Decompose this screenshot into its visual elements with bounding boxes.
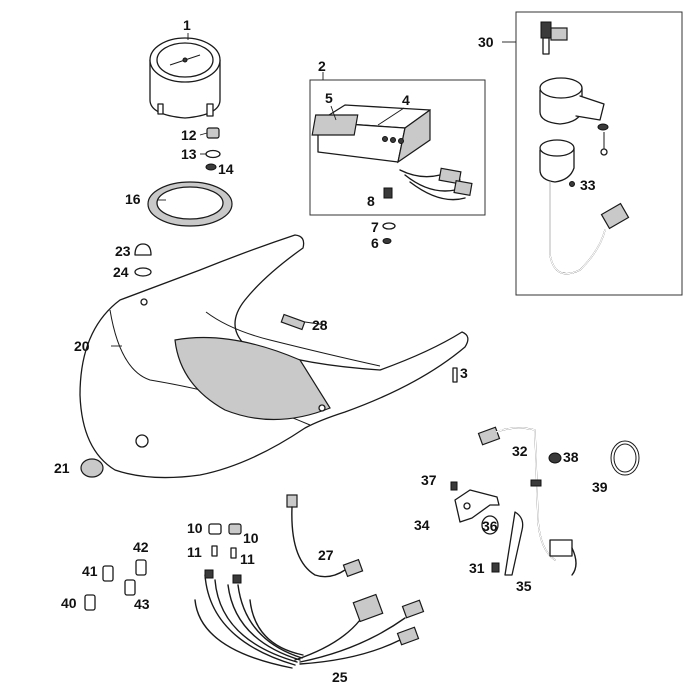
bracket-35-part bbox=[504, 511, 524, 576]
callout-10b: 10 bbox=[243, 530, 259, 546]
callout-5: 5 bbox=[325, 90, 333, 106]
callout-23: 23 bbox=[115, 243, 131, 259]
callout-11a: 11 bbox=[187, 544, 202, 560]
rubber-ring-part bbox=[147, 181, 233, 227]
callout-25: 25 bbox=[332, 669, 348, 685]
callout-16: 16 bbox=[125, 191, 141, 207]
callout-14: 14 bbox=[218, 161, 234, 177]
cable-27-part bbox=[286, 494, 364, 578]
callout-27: 27 bbox=[318, 547, 334, 563]
sensor-cable-part bbox=[477, 426, 640, 576]
bulb-parts bbox=[208, 523, 242, 559]
headlight-mask-part bbox=[79, 234, 469, 479]
bracket-28-part bbox=[280, 313, 306, 331]
callout-6: 6 bbox=[371, 235, 379, 251]
callout-13: 13 bbox=[181, 146, 197, 162]
callout-33: 33 bbox=[580, 177, 596, 193]
bracket-34-part bbox=[454, 489, 500, 523]
callout-36: 36 bbox=[482, 518, 498, 534]
indicator-lamps-part bbox=[84, 559, 147, 611]
plug-21-part bbox=[80, 458, 104, 478]
callout-12: 12 bbox=[181, 127, 197, 143]
callout-43: 43 bbox=[134, 596, 150, 612]
callout-8: 8 bbox=[367, 193, 375, 209]
spacer-36-part bbox=[481, 515, 499, 535]
display-unit-part bbox=[311, 104, 473, 244]
callout-39: 39 bbox=[592, 479, 608, 495]
callout-11b: 11 bbox=[240, 551, 255, 567]
callout-37: 37 bbox=[421, 472, 437, 488]
callout-41: 41 bbox=[82, 563, 98, 579]
callout-10a: 10 bbox=[187, 520, 203, 536]
callout-30: 30 bbox=[478, 34, 494, 50]
gauge-part bbox=[149, 37, 221, 119]
cap-nut-part bbox=[134, 243, 152, 277]
callout-42: 42 bbox=[133, 539, 149, 555]
leader-lines bbox=[111, 33, 516, 347]
callout-1: 1 bbox=[183, 17, 191, 33]
instrument-group-frame bbox=[309, 79, 486, 216]
callout-21: 21 bbox=[54, 460, 70, 476]
callout-38: 38 bbox=[563, 449, 579, 465]
callout-35: 35 bbox=[516, 578, 532, 594]
callout-34: 34 bbox=[414, 517, 430, 533]
callout-31: 31 bbox=[469, 560, 485, 576]
callout-labels: 1 2 3 4 5 6 7 8 10 10 11 11 12 13 14 16 … bbox=[54, 17, 608, 685]
wiring-harness-part bbox=[194, 569, 425, 669]
callout-32: 32 bbox=[512, 443, 528, 459]
screw-31-part bbox=[491, 562, 500, 573]
callout-24: 24 bbox=[113, 264, 129, 280]
callout-3: 3 bbox=[460, 365, 468, 381]
screw-3-part bbox=[452, 367, 458, 383]
screw-37-part bbox=[450, 481, 458, 491]
callout-28: 28 bbox=[312, 317, 328, 333]
ignition-switch-part bbox=[539, 21, 630, 275]
callout-7: 7 bbox=[371, 219, 379, 235]
gauge-fasteners bbox=[205, 127, 221, 171]
callout-2: 2 bbox=[318, 58, 326, 74]
ignition-group-frame bbox=[515, 11, 683, 296]
callout-4: 4 bbox=[402, 92, 410, 108]
callout-40: 40 bbox=[61, 595, 77, 611]
callout-20: 20 bbox=[74, 338, 90, 354]
